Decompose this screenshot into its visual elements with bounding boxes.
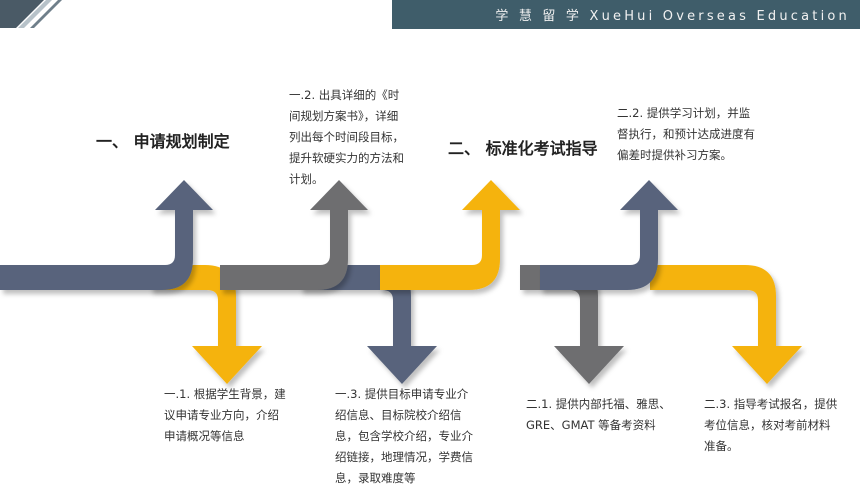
step-1-1-text: 一.1. 根据学生背景，建议申请专业方向，介绍申请概况等信息 bbox=[164, 387, 286, 443]
header-title: 学 慧 留 学 XueHui Overseas Education bbox=[495, 9, 850, 24]
step-1-2-text: 一.2. 出具详细的《时间规划方案书》，详细列出每个时间段目标，提升软硬实力的方… bbox=[289, 88, 404, 186]
step-2-2-text: 二.2. 提供学习计划，并监督执行，和预计达成进度有偏差时提供补习方案。 bbox=[617, 106, 755, 162]
arrow-step-1-3 bbox=[300, 265, 437, 384]
step-2-3-text: 二.3. 指导考试报名，提供考位信息，核对考前材料准备。 bbox=[704, 397, 838, 453]
section-2-title: 二、 标准化考试指导 bbox=[448, 139, 598, 158]
arrow-step-2-2 bbox=[540, 180, 678, 290]
arrow-step-2-3 bbox=[650, 265, 802, 384]
flow-diagram bbox=[0, 180, 802, 384]
arrow-step-1 bbox=[0, 180, 213, 290]
corner-decoration bbox=[0, 0, 62, 28]
arrow-step-2 bbox=[380, 180, 520, 290]
header-bar: 学 慧 留 学 XueHui Overseas Education bbox=[392, 0, 860, 29]
arrow-step-1-1 bbox=[150, 265, 262, 384]
section-1-title: 一、 申请规划制定 bbox=[96, 132, 230, 151]
arrow-step-1-2 bbox=[220, 180, 368, 290]
step-2-1-text: 二.1. 提供内部托福、雅思、GRE、GMAT 等备考资料 bbox=[526, 397, 671, 432]
step-1-3-text: 一.3. 提供目标申请专业介绍信息、目标院校介绍信息，包含学校介绍，专业介绍链接… bbox=[335, 387, 473, 485]
arrow-step-2-1 bbox=[520, 265, 624, 384]
